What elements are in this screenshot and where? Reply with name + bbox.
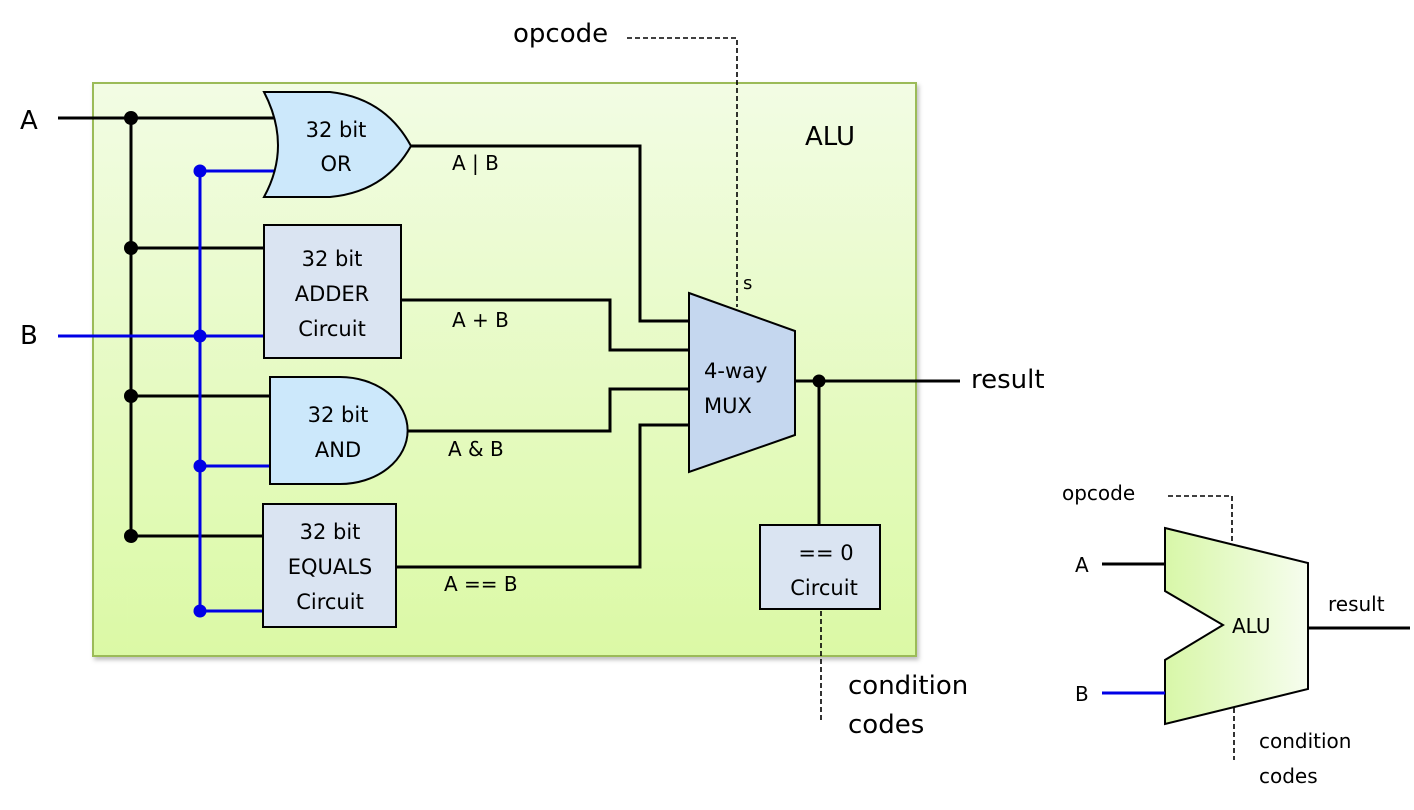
- junction-dot: [124, 241, 138, 255]
- symbol-condition-codes-2: codes: [1259, 764, 1318, 788]
- symbol-opcode-label: opcode: [1062, 481, 1135, 505]
- equals-line2: EQUALS: [288, 555, 373, 579]
- equals-line1: 32 bit: [300, 520, 361, 544]
- zero-check-block: == 0 Circuit: [759, 524, 881, 610]
- input-b-label: B: [20, 321, 38, 351]
- mux-input-wires: [396, 144, 690, 569]
- mux-line2: MUX: [704, 394, 752, 418]
- or-gate: 32 bit OR: [262, 91, 413, 198]
- alu-title: ALU: [805, 122, 855, 152]
- symbol-opcode-line: [1168, 495, 1233, 543]
- adder-line1: 32 bit: [302, 247, 363, 271]
- adder-line2: ADDER: [295, 282, 370, 306]
- equals-output-label: A == B: [444, 572, 518, 596]
- condition-codes-label-2: codes: [848, 710, 924, 740]
- select-label: s: [743, 273, 752, 294]
- junction-dot: [812, 374, 826, 388]
- adder-block: 32 bit ADDER Circuit: [263, 224, 402, 359]
- alu-symbol: opcode ALU A B result condition codes: [1062, 481, 1410, 788]
- junction-dot: [193, 459, 207, 473]
- junction-dot: [193, 164, 207, 178]
- zero-check-line1: == 0: [798, 541, 853, 565]
- or-output-label: A | B: [452, 151, 499, 175]
- mux: 4-way MUX: [688, 291, 796, 474]
- a-bus: [58, 111, 280, 543]
- and-output-label: A & B: [448, 437, 504, 461]
- symbol-a-label: A: [1075, 553, 1089, 577]
- input-a-label: A: [20, 106, 38, 136]
- junction-dot: [124, 389, 138, 403]
- symbol-condition-codes-1: condition: [1259, 729, 1351, 753]
- or-gate-line1: 32 bit: [306, 118, 367, 142]
- equals-block: 32 bit EQUALS Circuit: [262, 503, 397, 628]
- and-gate-line1: 32 bit: [308, 403, 369, 427]
- opcode-label: opcode: [513, 19, 608, 49]
- or-gate-line2: OR: [320, 152, 351, 176]
- symbol-b-label: B: [1075, 682, 1089, 706]
- adder-output-label: A + B: [452, 308, 509, 332]
- opcode-line: [627, 37, 738, 307]
- junction-dot: [124, 111, 138, 125]
- mux-line1: 4-way: [704, 359, 767, 383]
- result-label: result: [971, 365, 1045, 395]
- junction-dot: [193, 329, 207, 343]
- and-gate: 32 bit AND: [269, 376, 409, 485]
- and-gate-line2: AND: [315, 438, 361, 462]
- adder-line3: Circuit: [298, 317, 366, 341]
- equals-line3: Circuit: [296, 590, 364, 614]
- b-bus: [58, 164, 278, 618]
- junction-dot: [193, 604, 207, 618]
- condition-codes-label-1: condition: [848, 671, 968, 701]
- zero-check-line2: Circuit: [790, 576, 858, 600]
- junction-dot: [124, 529, 138, 543]
- symbol-label: ALU: [1232, 614, 1270, 638]
- symbol-result-label: result: [1328, 592, 1385, 616]
